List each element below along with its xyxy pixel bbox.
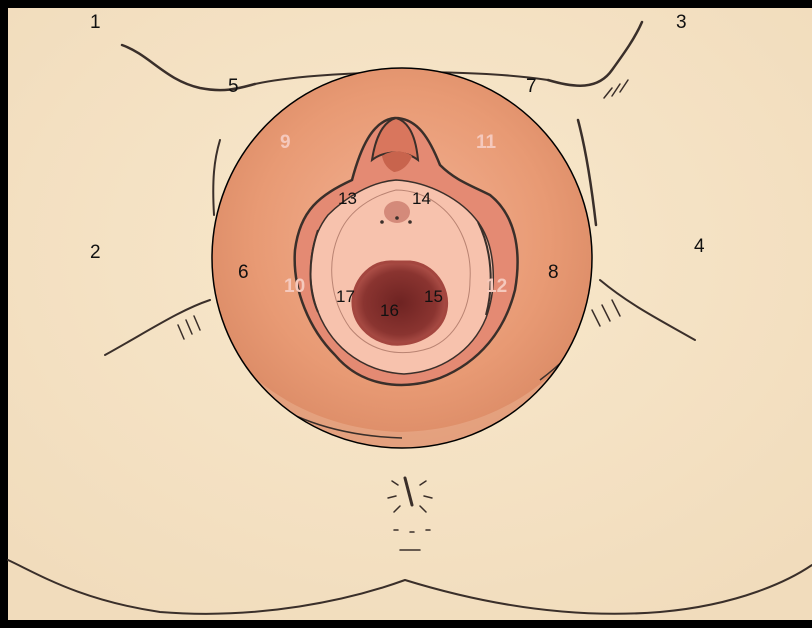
label-15: 15: [424, 287, 443, 306]
label-14: 14: [412, 189, 431, 208]
label-1: 1: [90, 12, 101, 33]
label-7: 7: [526, 76, 537, 97]
label-5: 5: [228, 76, 239, 97]
label-13: 13: [338, 189, 357, 208]
label-8: 8: [548, 262, 559, 283]
label-16: 16: [380, 301, 399, 320]
magnified-view: [212, 68, 592, 450]
label-10: 10: [284, 276, 305, 297]
label-12: 12: [486, 276, 507, 297]
label-17: 17: [336, 287, 355, 306]
label-11: 11: [476, 132, 497, 153]
label-2: 2: [90, 242, 101, 263]
label-4: 4: [694, 236, 705, 257]
label-6: 6: [238, 262, 249, 283]
label-3: 3: [676, 12, 687, 33]
label-9: 9: [280, 132, 291, 153]
